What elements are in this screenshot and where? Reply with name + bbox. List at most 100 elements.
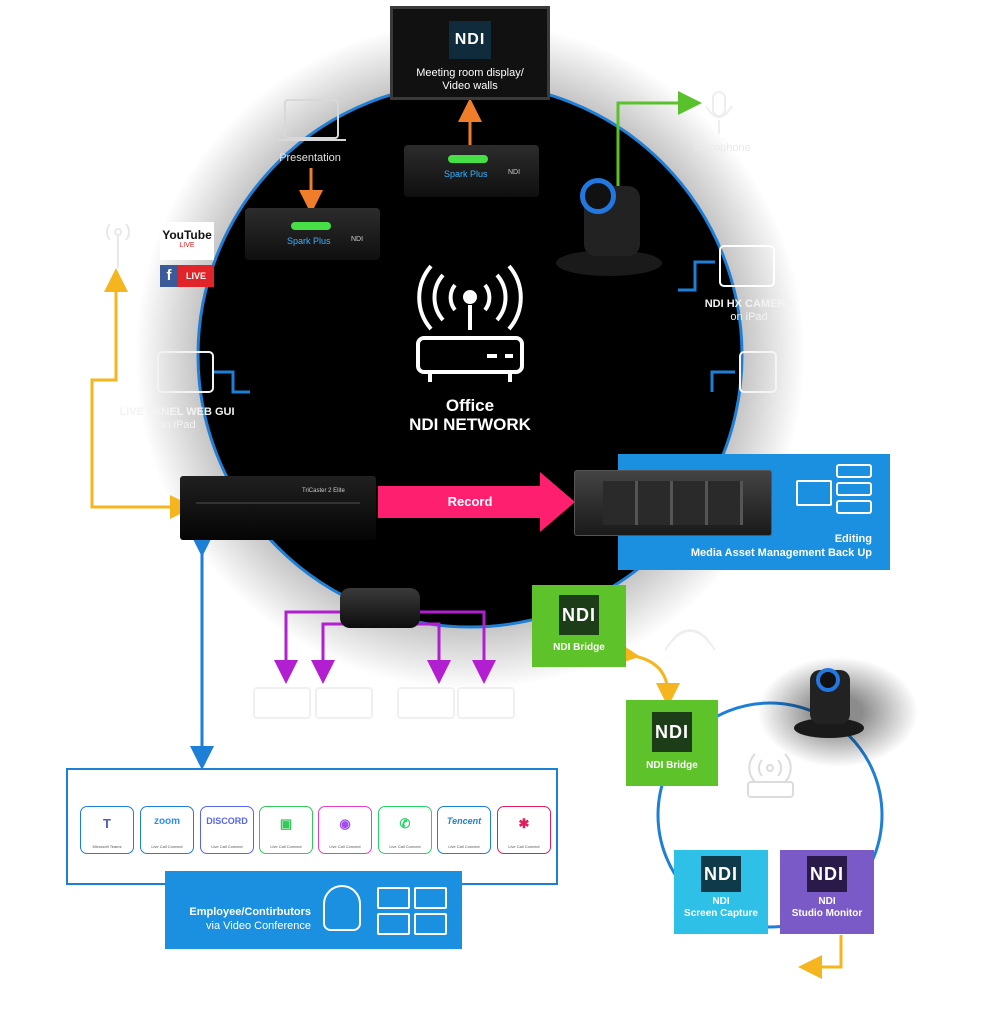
employee-label-line1: Employee/Contirbutors (189, 906, 311, 918)
app-card-facetime: ▣ Live Call Connect (259, 806, 313, 854)
app-caption: Live Call Connect (151, 844, 183, 849)
app-card-tencent: Tencent Live Call Connect (437, 806, 491, 854)
spark-brand: Spark Plus (444, 169, 488, 179)
studio-monitor-label-line2: Studio Monitor (791, 908, 863, 919)
phone-icon-right (739, 351, 777, 393)
storage-server (574, 470, 772, 536)
yellow-link-bridges (614, 641, 680, 707)
youtube-live-logo: YouTube LIVE (160, 222, 214, 260)
green-link-microphone (616, 91, 702, 190)
app-caption: Live Call Connect (211, 844, 243, 849)
screen-capture-label-line1: NDI (712, 896, 730, 907)
record-arrow (378, 472, 575, 532)
ndi-bridge-bottom: NDI NDI Bridge (626, 700, 718, 786)
app-card-teams: T Microsoft Teams (80, 806, 134, 854)
facebook-icon: f (160, 265, 178, 287)
microphone-icon (705, 91, 733, 134)
ptz-camera-secondary (790, 660, 866, 742)
spark-plus-left: Spark Plus NDI (245, 208, 380, 260)
app-caption: Microsoft Teams (92, 844, 122, 849)
mam-label-line1: Editing (834, 533, 872, 545)
server-stack-icon (836, 464, 872, 514)
ndi-screen-capture: NDI NDI Screen Capture (674, 850, 768, 934)
live-panel-label-line2: on iPad (158, 419, 196, 431)
app-caption: Live Call Connect (329, 844, 361, 849)
ipad-icon-left (157, 351, 214, 393)
ndi-studio-monitor: NDI NDI Studio Monitor (780, 850, 874, 934)
ndi-logo: NDI (807, 856, 847, 892)
app-caption: Live Call Connect (389, 844, 421, 849)
app-caption: Live Call Connect (448, 844, 480, 849)
hub-title-line2: NDI NETWORK (409, 415, 531, 434)
wifi-waves-icon (664, 629, 716, 651)
small-router-icon (747, 753, 794, 798)
employee-label-line2: via Video Conference (206, 920, 311, 932)
ndi-logo: NDI (559, 595, 599, 635)
antenna-icon (106, 223, 130, 268)
camera-lens (580, 178, 616, 214)
hx-camera-label-line2: on iPad (730, 311, 768, 323)
mam-label: Editing Media Asset Management Back Up (618, 532, 872, 560)
whatsapp-icon: ✆ (399, 816, 411, 831)
tencent-icon: Tencent (446, 816, 482, 826)
microphone-label: Microphone (693, 142, 751, 154)
video-grid-icon (377, 887, 447, 935)
status-light (448, 155, 488, 163)
hub-title: Office NDI NETWORK (380, 396, 560, 434)
blue-link-hx-camera (678, 260, 715, 292)
youtube-live-text: LIVE (179, 242, 195, 249)
yellow-link-streaming (90, 268, 180, 509)
spark-ndi-tag: NDI (351, 236, 364, 243)
ptz-camera (556, 172, 662, 280)
messenger-icon: ◉ (339, 816, 351, 831)
studio-monitor-label: NDI Studio Monitor (792, 896, 863, 920)
app-card-zoom: zoom Live Call Connect (140, 806, 194, 854)
ndi-logo: NDI (449, 21, 491, 59)
zoom-icon: zoom (153, 816, 181, 827)
tricaster-model: TriCaster 2 Elite (302, 488, 345, 494)
display-label-line1: Meeting room display/ (416, 67, 524, 79)
ndi-bridge-label: NDI Bridge (646, 760, 698, 771)
studio-monitor-label-line1: NDI (818, 896, 836, 907)
employee-label: Employee/Contirbutors via Video Conferen… (171, 905, 311, 933)
ndi-bridge-top: NDI NDI Bridge (532, 585, 626, 667)
editing-monitor-icon (796, 480, 832, 506)
blue-link-right-device (710, 370, 735, 392)
camera-base (794, 718, 864, 738)
app-card-slack: ✱ Live Call Connect (497, 806, 551, 854)
spark-ndi-tag: NDI (508, 169, 521, 176)
screen-capture-label-line2: Screen Capture (684, 908, 758, 919)
teams-icon: T (103, 816, 111, 831)
blue-link-live-panel (213, 370, 250, 394)
camera-lens (816, 668, 840, 692)
ndi-logo: NDI (652, 712, 692, 752)
youtube-wordmark: YouTube (162, 228, 212, 242)
facebook-live-logo: f LIVE (160, 265, 214, 287)
discord-icon: DISCORD (206, 816, 248, 826)
presentation-label: Presentation (279, 152, 341, 164)
app-caption: Live Call Connect (508, 844, 540, 849)
facetime-icon: ▣ (279, 816, 293, 831)
hx-camera-label: NDI HX CAMERA on iPad (694, 298, 804, 324)
hub-title-line1: Office (445, 396, 495, 415)
head-headset-icon (323, 885, 361, 931)
screen-capture-label: NDI Screen Capture (684, 896, 758, 920)
app-caption: Live Call Connect (270, 844, 302, 849)
router-icon (416, 264, 524, 382)
employee-panel: Employee/Contirbutors via Video Conferen… (165, 871, 462, 949)
display-label: Meeting room display/ Video walls (393, 67, 547, 93)
laptop-icon (277, 99, 346, 141)
app-card-whatsapp: ✆ Live Call Connect (378, 806, 432, 854)
display-label-line2: Video walls (442, 80, 498, 92)
live-panel-label-line1: LIVE PANEL WEB GUI (119, 406, 235, 418)
tricaster-device: TriCaster 2 Elite (180, 476, 376, 540)
purple-link-4 (410, 622, 451, 684)
ipad-icon-right (719, 245, 775, 287)
spark-brand: Spark Plus (287, 236, 331, 246)
spark-plus-top: Spark Plus NDI (404, 145, 539, 197)
purple-link-3 (415, 610, 496, 684)
record-label: Record (447, 494, 493, 509)
slack-icon: ✱ (518, 816, 530, 831)
drive-bays (603, 481, 743, 525)
hx-camera-label-line1: NDI HX CAMERA (704, 298, 794, 310)
